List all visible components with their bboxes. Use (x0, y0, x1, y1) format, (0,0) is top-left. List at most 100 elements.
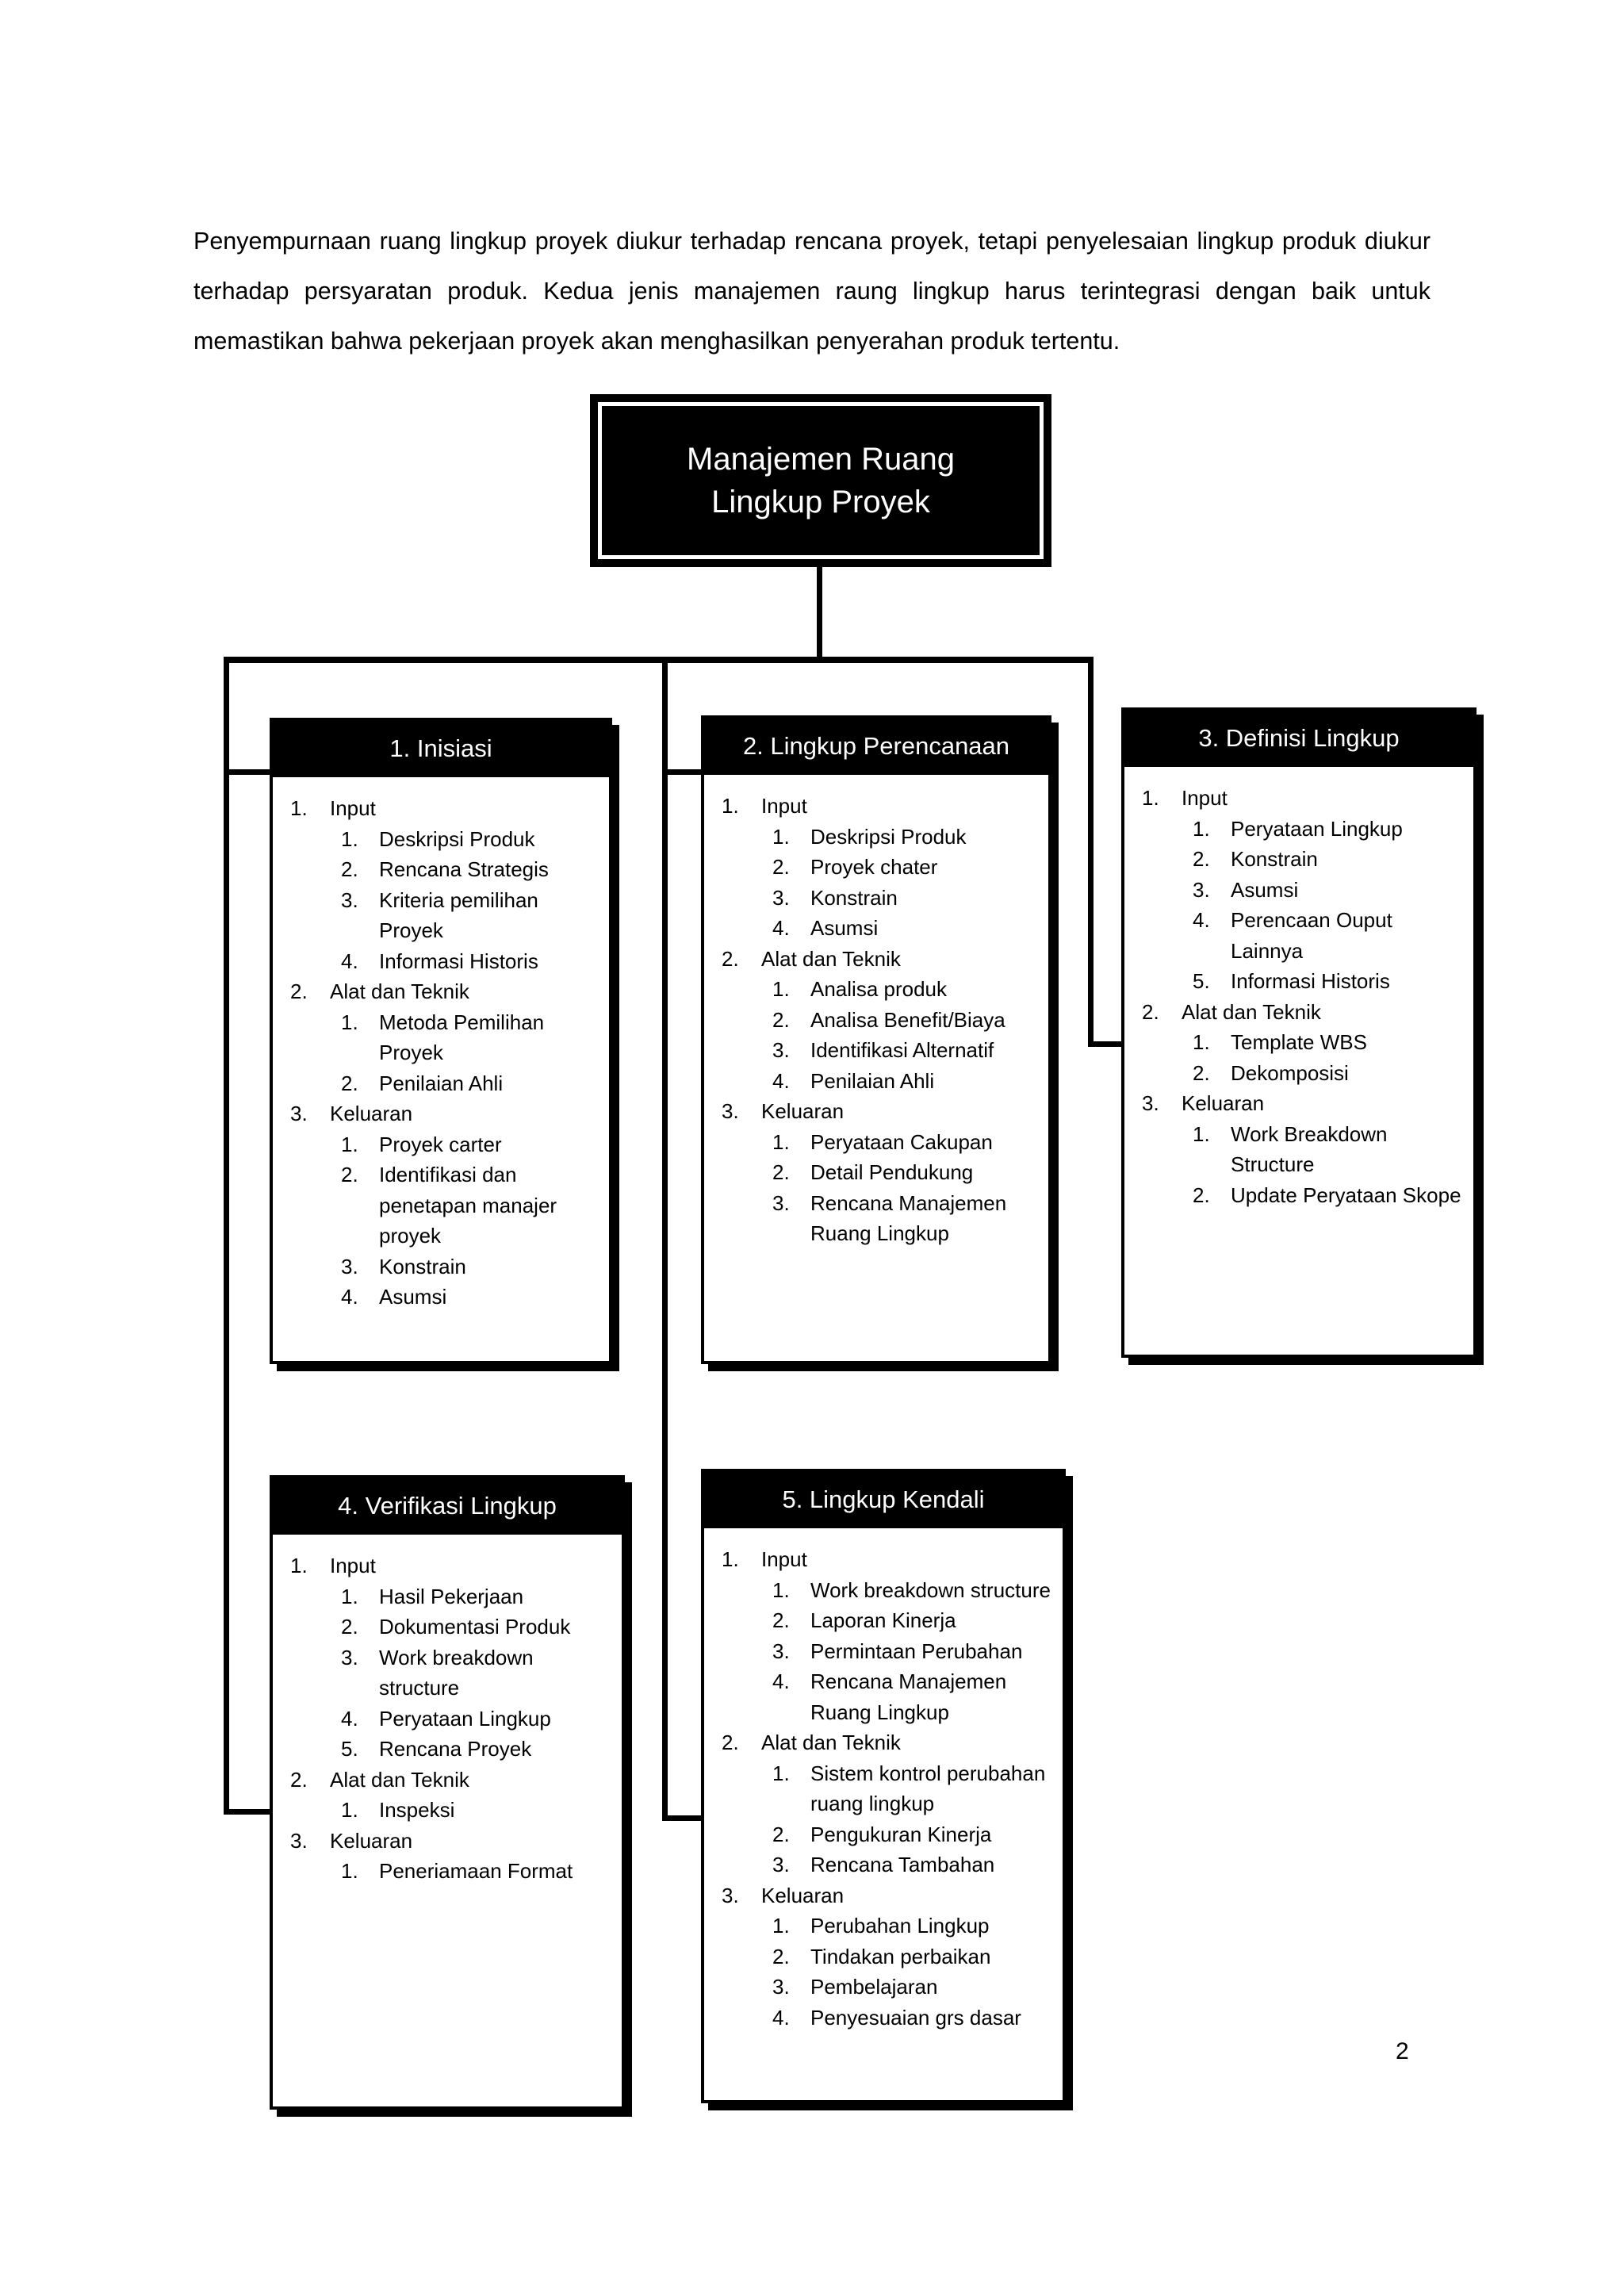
node-4-item: Inspeksi (341, 1795, 455, 1825)
node-1-header: 1. Inisiasi (273, 721, 609, 778)
node-2-item: Penilaian Ahli (772, 1066, 935, 1096)
node-4-item: Peneriamaan Format (341, 1856, 573, 1886)
node-4-header: 4. Verifikasi Lingkup (273, 1478, 622, 1535)
node-2-item: Rencana Manajemen Ruang Lingkup (772, 1188, 1007, 1246)
node-3-item-list: Peryataan Lingkup Konstrain Asumsi Peren… (1182, 814, 1462, 997)
node-3-section-label: Keluaran (1182, 1091, 1265, 1116)
node-2-header: 2. Lingkup Perencanaan (704, 719, 1048, 776)
node-4-item: Hasil Pekerjaan (341, 1581, 524, 1612)
connector-stub-node-3 (1088, 1041, 1126, 1047)
node-1-body: Input Deskripsi Produk Rencana Strategis… (273, 777, 609, 1361)
node-1-item: Konstrain (341, 1251, 466, 1282)
node-5-item: Work breakdown structure (772, 1575, 1051, 1605)
connector-right-vertical (1088, 657, 1094, 1047)
node-2-item: Asumsi (772, 913, 879, 943)
node-5-section-label: Input (761, 1547, 807, 1572)
node-3-body: Input Peryataan Lingkup Konstrain Asumsi… (1124, 767, 1473, 1355)
node-1-section-label: Alat dan Teknik (330, 979, 469, 1004)
node-1-inisiasi: 1. Inisiasi Input Deskripsi Produk Renca… (270, 718, 619, 1371)
node-4-item: Work breakdown structure (341, 1642, 534, 1700)
node-5-item: Pengukuran Kinerja (772, 1819, 992, 1849)
node-4-item: Peryataan Lingkup (341, 1704, 551, 1734)
node-2-item-list: Deskripsi Produk Proyek chater Konstrain… (761, 822, 1037, 944)
node-5-item: Laporan Kinerja (772, 1605, 956, 1635)
connector-stub-node-4 (224, 1809, 270, 1815)
node-3-section-label: Input (1182, 786, 1228, 811)
node-3-section: Alat dan Teknik Template WBS Dekomposisi (1136, 997, 1462, 1089)
node-4-item: Dokumentasi Produk (341, 1612, 571, 1642)
node-2-lingkup-perencanaan: 2. Lingkup Perencanaan Input Deskripsi P… (701, 715, 1059, 1371)
root-node-inner-frame: Manajemen Ruang Lingkup Proyek (598, 402, 1044, 559)
node-1-section-label: Input (330, 796, 376, 821)
node-2-item: Deskripsi Produk (772, 822, 967, 852)
node-2-section-label: Alat dan Teknik (761, 946, 901, 971)
node-4-section-list: Input Hasil Pekerjaan Dokumentasi Produk… (284, 1550, 611, 1887)
node-3-item-list: Template WBS Dekomposisi (1182, 1027, 1462, 1088)
node-1-section-label: Keluaran (330, 1102, 413, 1126)
node-1-item: Identifikasi dan penetapan manajer proye… (341, 1159, 557, 1248)
node-2-item: Proyek chater (772, 852, 938, 882)
node-5-section: Alat dan Teknik Sistem kontrol perubahan… (715, 1727, 1051, 1880)
node-5-item: Rencana Manajemen Ruang Lingkup (772, 1666, 1007, 1724)
node-5-lingkup-kendali: 5. Lingkup Kendali Input Work breakdown … (701, 1469, 1073, 2110)
node-3-item-list: Work Breakdown Structure Update Peryataa… (1182, 1119, 1462, 1211)
node-1-section: Input Deskripsi Produk Rencana Strategis… (284, 793, 598, 976)
node-5-item: Rencana Tambahan (772, 1849, 995, 1880)
node-2-item: Analisa Benefit/Biaya (772, 1005, 1005, 1035)
node-1-item-list: Metoda Pemilihan Proyek Penilaian Ahli (330, 1007, 598, 1099)
node-1-item: Informasi Historis (341, 946, 538, 976)
connector-middle-vertical (662, 657, 668, 1821)
connector-stub-node-5 (662, 1815, 707, 1821)
node-3-item: Dekomposisi (1193, 1058, 1349, 1088)
root-node-title-line-1: Manajemen Ruang (687, 442, 955, 477)
node-2-item: Konstrain (772, 883, 898, 913)
node-1-item: Kriteria pemilihan Proyek (341, 885, 538, 943)
connector-root-vertical (817, 567, 822, 661)
node-5-section: Keluaran Perubahan Lingkup Tindakan perb… (715, 1880, 1051, 2033)
node-3-section-list: Input Peryataan Lingkup Konstrain Asumsi… (1136, 783, 1462, 1210)
node-1-section: Alat dan Teknik Metoda Pemilihan Proyek … (284, 976, 598, 1098)
node-2-section-label: Keluaran (761, 1099, 845, 1124)
intro-paragraph: Penyempurnaan ruang lingkup proyek diuku… (193, 227, 1431, 355)
node-3-item: Perencaan Ouput Lainnya (1193, 905, 1392, 963)
node-1-item: Metoda Pemilihan Proyek (341, 1007, 545, 1065)
node-2-item-list: Peryataan Cakupan Detail Pendukung Renca… (761, 1127, 1037, 1249)
node-4-section: Keluaran Peneriamaan Format (284, 1826, 611, 1887)
node-1-item-list: Proyek carter Identifikasi dan penetapan… (330, 1129, 598, 1313)
node-3-item: Update Peryataan Skope (1193, 1180, 1461, 1210)
node-3-item: Work Breakdown Structure (1193, 1119, 1388, 1177)
connector-left-vertical (224, 657, 229, 1815)
node-3-section: Input Peryataan Lingkup Konstrain Asumsi… (1136, 783, 1462, 997)
node-4-section-label: Keluaran (330, 1828, 413, 1853)
node-2-frame: 2. Lingkup Perencanaan Input Deskripsi P… (701, 715, 1051, 1364)
node-5-section: Input Work breakdown structure Laporan K… (715, 1544, 1051, 1727)
node-5-section-list: Input Work breakdown structure Laporan K… (715, 1544, 1051, 2033)
node-4-frame: 4. Verifikasi Lingkup Input Hasil Pekerj… (270, 1475, 625, 2110)
node-1-section: Keluaran Proyek carter Identifikasi dan … (284, 1098, 598, 1313)
node-4-section-label: Alat dan Teknik (330, 1767, 469, 1792)
node-5-item-list: Perubahan Lingkup Tindakan perbaikan Pem… (761, 1911, 1051, 2033)
node-2-body: Input Deskripsi Produk Proyek chater Kon… (704, 775, 1048, 1361)
node-5-item: Penyesuaian grs dasar (772, 2003, 1021, 2033)
node-4-body: Input Hasil Pekerjaan Dokumentasi Produk… (273, 1535, 622, 2106)
node-2-item: Analisa produk (772, 974, 947, 1004)
node-2-section: Keluaran Peryataan Cakupan Detail Penduk… (715, 1096, 1037, 1249)
node-4-item-list: Peneriamaan Format (330, 1856, 611, 1887)
node-4-item-list: Inspeksi (330, 1795, 611, 1826)
node-2-section-list: Input Deskripsi Produk Proyek chater Kon… (715, 791, 1037, 1249)
node-1-item: Rencana Strategis (341, 854, 549, 884)
node-2-item: Detail Pendukung (772, 1157, 974, 1187)
node-3-frame: 3. Definisi Lingkup Input Peryataan Ling… (1121, 707, 1477, 1358)
node-4-section: Input Hasil Pekerjaan Dokumentasi Produk… (284, 1550, 611, 1765)
node-4-section: Alat dan Teknik Inspeksi (284, 1765, 611, 1826)
node-5-frame: 5. Lingkup Kendali Input Work breakdown … (701, 1469, 1066, 2103)
node-4-item: Rencana Proyek (341, 1734, 532, 1764)
node-3-item: Informasi Historis (1193, 966, 1390, 996)
node-1-section-list: Input Deskripsi Produk Rencana Strategis… (284, 793, 598, 1313)
node-5-item: Pembelajaran (772, 1972, 938, 2002)
node-1-item-list: Deskripsi Produk Rencana Strategis Krite… (330, 824, 598, 977)
node-5-section-label: Keluaran (761, 1883, 845, 1907)
node-5-header: 5. Lingkup Kendali (704, 1472, 1063, 1529)
node-5-item: Tindakan perbaikan (772, 1941, 991, 1972)
node-5-item: Permintaan Perubahan (772, 1636, 1023, 1666)
